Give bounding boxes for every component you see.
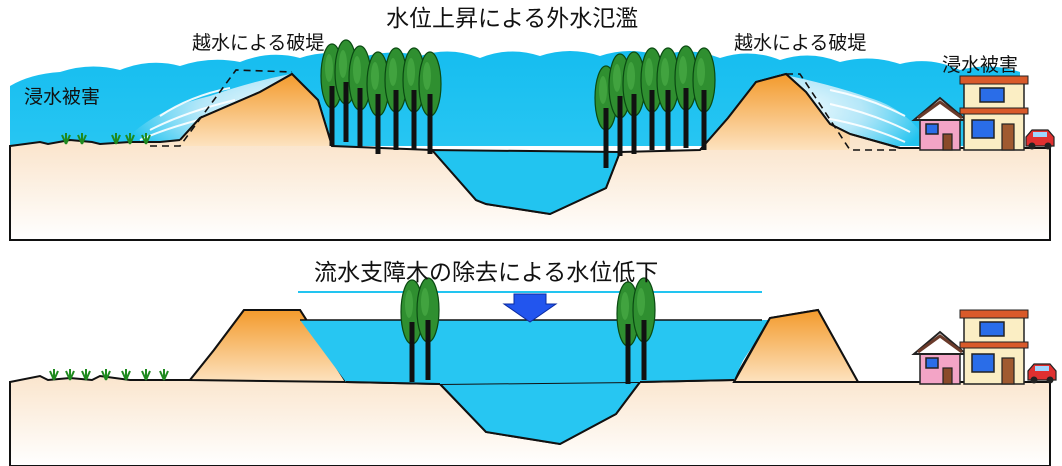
damage-label-right: 浸水被害 [942,54,1019,76]
damage-label-left: 浸水被害 [24,86,101,108]
car-icon [1025,129,1055,151]
levee-right-bottom [732,308,860,383]
bottom-panel [9,277,1057,466]
levee-left-top [180,74,332,146]
car-icon [1027,363,1057,385]
original-levee-left [150,69,293,147]
levee-right-top [700,74,850,150]
down-arrow-icon [502,293,558,323]
top-panel [9,39,1055,241]
top-title: 水位上昇による外水氾濫 [386,6,639,32]
original-levee-right [786,73,900,151]
bottom-title: 流水支障木の除去による水位低下 [314,260,659,286]
breach-label-left: 越水による破堤 [192,32,325,54]
house-icon [912,309,1029,386]
breach-label-right: 越水による破堤 [734,32,867,54]
